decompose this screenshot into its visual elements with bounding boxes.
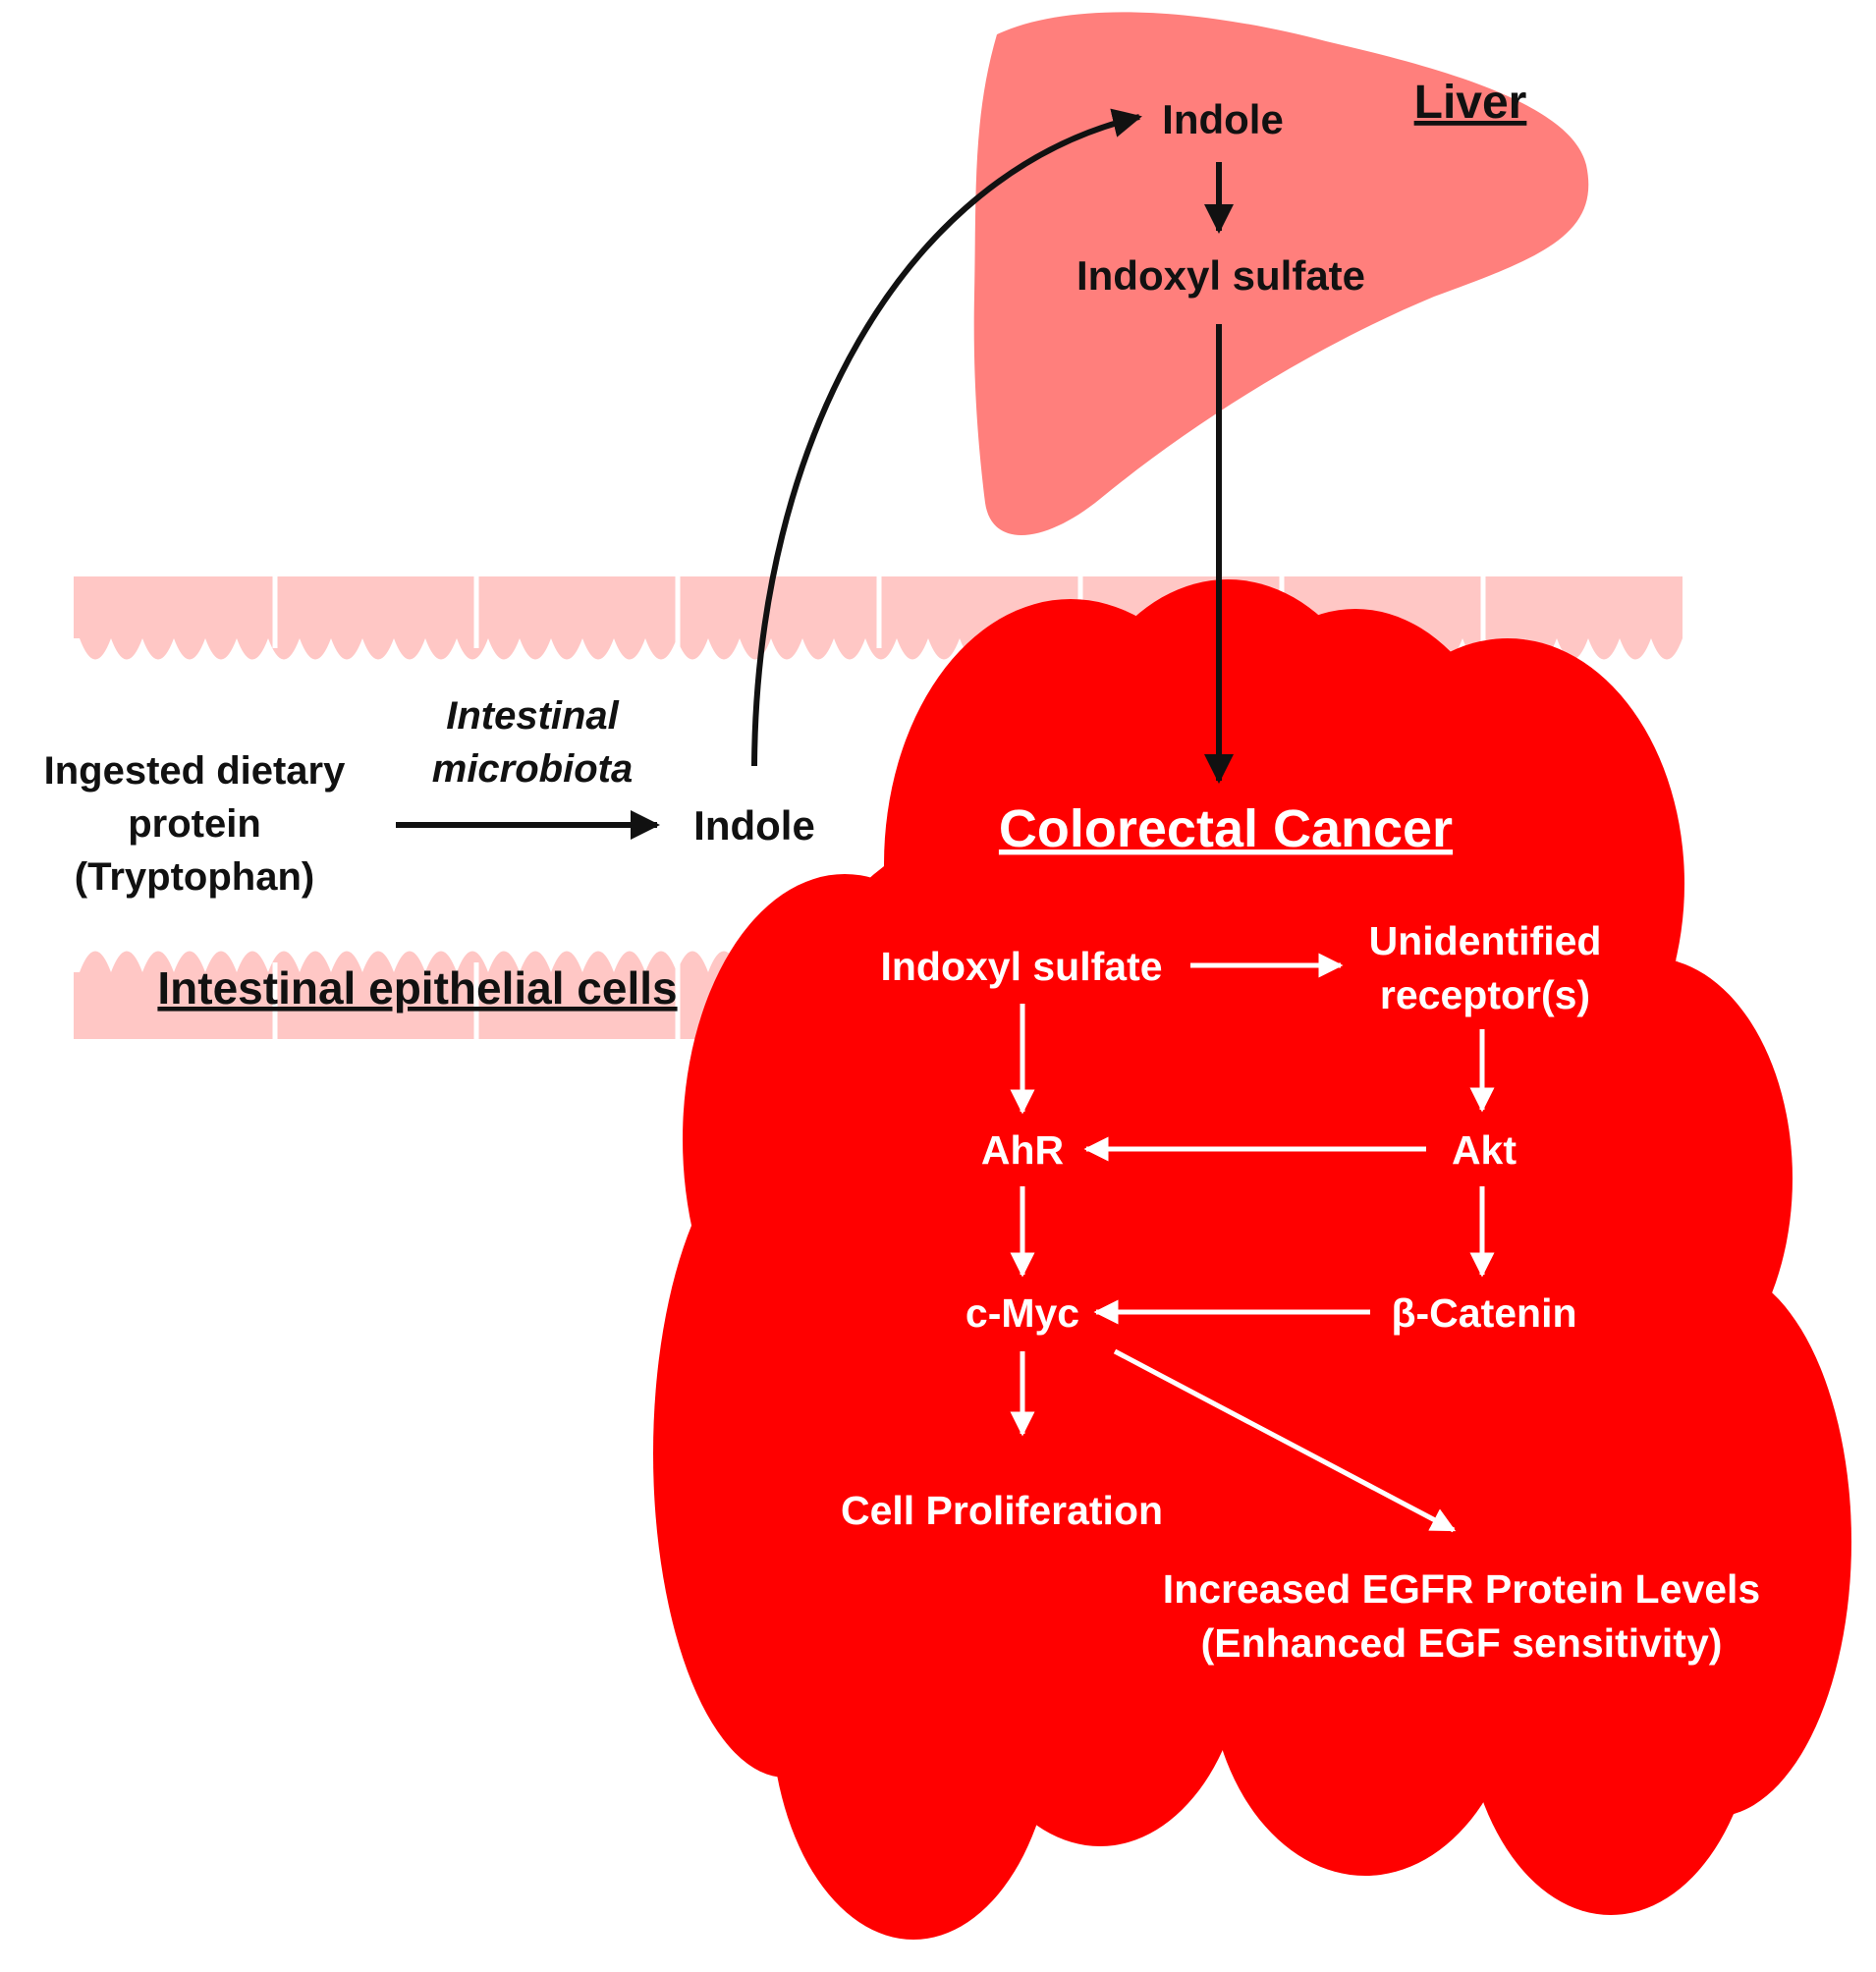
cancer-indoxyl-sulfate-node: Indoxyl sulfate (880, 944, 1162, 989)
receptor-node-line1: Unidentified (1369, 918, 1602, 963)
tumor-mass (653, 579, 1851, 1940)
dietary-protein-label-line3: (Tryptophan) (75, 855, 314, 899)
intestinal-indole-label: Indole (693, 802, 815, 849)
liver-indole-label: Indole (1162, 96, 1284, 142)
receptor-node-line2: receptor(s) (1380, 972, 1590, 1017)
intestinal-epithelial-cells-title: Intestinal epithelial cells (157, 962, 677, 1013)
liver-title: Liver (1414, 77, 1527, 129)
liver-shape (973, 12, 1589, 535)
ahr-node: AhR (981, 1127, 1064, 1173)
akt-node: Akt (1452, 1127, 1517, 1173)
microbiota-label-line1: Intestinal (446, 694, 619, 738)
microbiota-label-line2: microbiota (432, 747, 633, 791)
dark-arrows (396, 108, 1234, 840)
indole-to-liver-arrow (751, 108, 1142, 767)
egfr-node-line1: Increased EGFR Protein Levels (1163, 1566, 1760, 1612)
colorectal-cancer-title: Colorectal Cancer (999, 799, 1453, 858)
cmyc-node: c-Myc (966, 1290, 1079, 1336)
cmyc-to-egfr-arrow (1113, 1348, 1457, 1533)
catenin-node: β-Catenin (1391, 1290, 1576, 1336)
cell-proliferation-node: Cell Proliferation (841, 1488, 1163, 1533)
liver-indoxyl-sulfate-label: Indoxyl sulfate (1076, 252, 1365, 299)
dietary-protein-label-line2: protein (128, 802, 261, 846)
white-arrows (1010, 953, 1495, 1533)
egfr-node-line2: (Enhanced EGF sensitivity) (1201, 1620, 1723, 1666)
dietary-protein-label-line1: Ingested dietary (44, 749, 347, 793)
